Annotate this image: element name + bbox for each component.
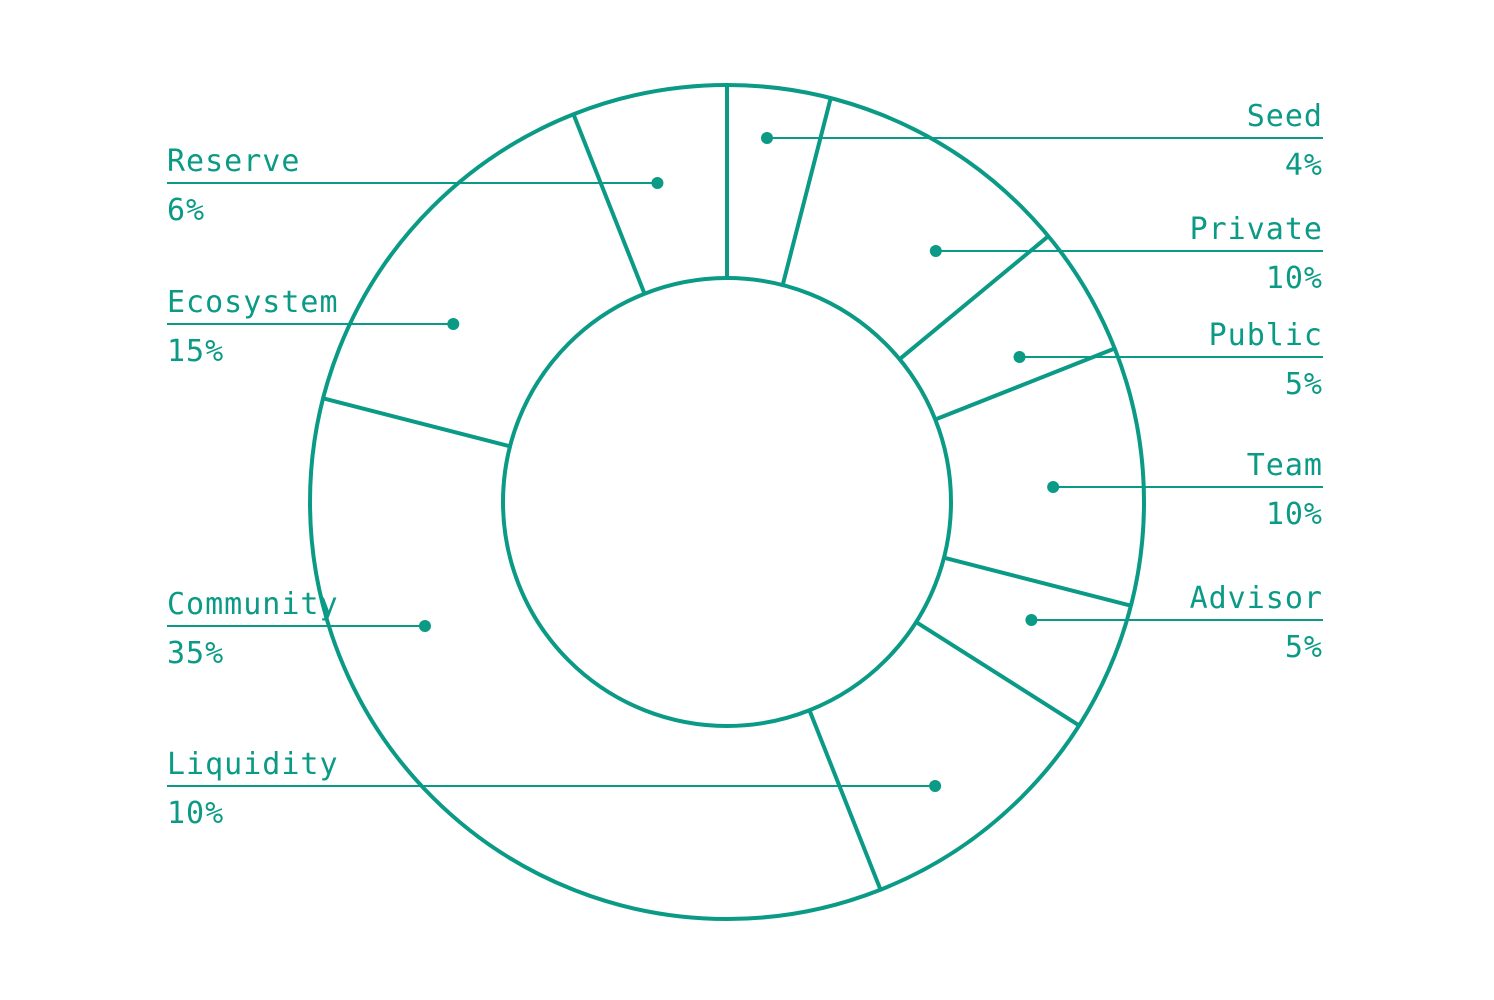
slice-marker-public [1013,351,1026,363]
slice-marker-private [929,245,942,257]
slice-marker-seed [761,132,773,144]
slice-divider-private [780,97,833,286]
slice-value-community: 35% [167,636,224,671]
slice-label-seed: Seed [1247,99,1323,134]
slice-value-ecosystem: 15% [167,334,224,369]
slice-divider-ecosystem [322,396,511,449]
slice-divider-advisor [943,555,1132,608]
slice-marker-community [418,620,431,632]
slice-divider-team [934,346,1116,422]
slice-label-ecosystem: Ecosystem [167,285,339,320]
slice-divider-community [807,709,883,891]
slice-value-public: 5% [1285,367,1323,402]
slice-marker-advisor [1025,614,1038,626]
slice-marker-team [1047,481,1060,493]
slice-label-liquidity: Liquidity [167,747,339,782]
slice-value-reserve: 6% [167,193,205,228]
slice-marker-liquidity [929,780,942,792]
slice-label-private: Private [1190,212,1323,247]
slice-label-advisor: Advisor [1190,581,1323,616]
slice-label-public: Public [1209,318,1323,353]
slice-label-community: Community [167,587,339,622]
slice-value-liquidity: 10% [167,796,224,831]
slice-divider-liquidity [915,620,1081,728]
slice-value-team: 10% [1266,497,1323,532]
slice-divider-reserve [571,113,647,295]
slice-divider-public [898,234,1050,361]
slice-value-private: 10% [1266,261,1323,296]
slice-marker-reserve [651,177,664,189]
slice-value-seed: 4% [1285,148,1323,183]
slice-label-team: Team [1247,448,1323,483]
slice-marker-ecosystem [447,318,460,330]
slice-value-advisor: 5% [1285,630,1323,665]
inner-ring [501,276,953,728]
slice-label-reserve: Reserve [167,144,300,179]
